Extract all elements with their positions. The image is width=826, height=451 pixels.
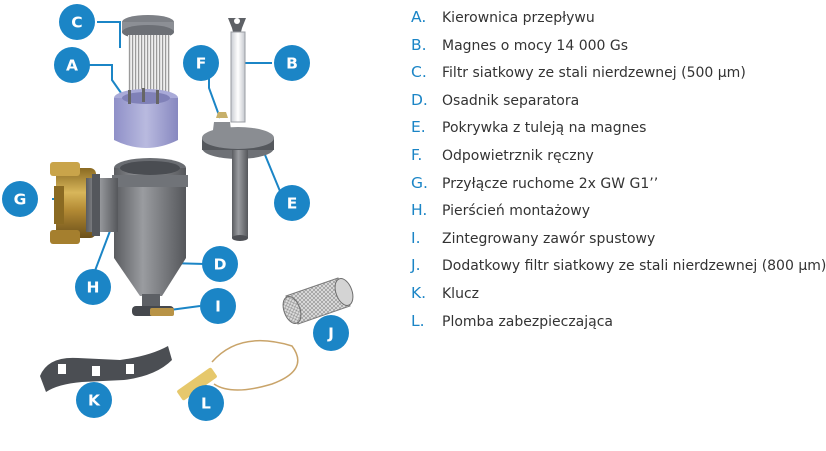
svg-text:B: B	[286, 55, 298, 73]
svg-text:K: K	[88, 392, 101, 410]
security-seal	[177, 339, 299, 401]
svg-text:G: G	[14, 191, 27, 209]
legend-item: G. Przyłącze ruchome 2x GW G1’’	[411, 170, 826, 198]
legend-key: J.	[411, 256, 421, 275]
legend-key: F.	[411, 145, 423, 164]
legend-text: Pierścień montażowy	[442, 203, 591, 220]
stainless-mesh-filter-500	[122, 15, 174, 100]
legend-item: J. Dodatkowy filtr siatkowy ze stali nier…	[411, 252, 826, 280]
legend-item: C. Filtr siatkowy ze stali nierdzewnej (5…	[411, 59, 826, 87]
marker-b: B	[274, 45, 310, 81]
legend-key: E.	[411, 118, 426, 137]
legend-item: H. Pierścień montażowy	[411, 197, 826, 225]
legend-item: K. Klucz	[411, 280, 826, 308]
marker-j: J	[313, 315, 349, 351]
legend-key: G.	[411, 173, 428, 192]
svg-text:L: L	[201, 395, 211, 413]
marker-k: K	[76, 382, 112, 418]
svg-text:C: C	[71, 14, 82, 32]
legend-text: Osadnik separatora	[442, 92, 580, 109]
legend-item: F. Odpowietrznik ręczny	[411, 142, 826, 170]
svg-text:A: A	[66, 57, 78, 75]
legend-key: I.	[411, 228, 421, 247]
marker-f: F	[183, 45, 219, 81]
svg-text:F: F	[196, 55, 207, 73]
legend-item: D. Osadnik separatora	[411, 87, 826, 115]
legend-key: K.	[411, 283, 427, 302]
marker-d: D	[202, 246, 238, 282]
parts-legend: A. Kierownica przepływu B. Magnes o mocy 1…	[411, 4, 826, 335]
marker-i: I	[200, 288, 236, 324]
stainless-mesh-filter-800	[282, 277, 354, 325]
marker-c: C	[59, 4, 95, 40]
marker-a: A	[54, 47, 90, 83]
marker-l: L	[188, 385, 224, 421]
legend-key: H.	[411, 201, 428, 220]
magnet-and-cover	[202, 18, 274, 241]
legend-item: A. Kierownica przepływu	[411, 4, 826, 32]
exploded-view-illustration: C A F B G E D H I J K L	[2, 4, 354, 421]
marker-h: H	[75, 269, 111, 305]
legend-text: Przyłącze ruchome 2x GW G1’’	[442, 175, 659, 192]
svg-text:D: D	[214, 256, 227, 274]
svg-text:H: H	[87, 279, 100, 297]
legend-text: Kierownica przepływu	[442, 10, 595, 26]
legend-text: Filtr siatkowy ze stali nierdzewnej (500…	[442, 65, 746, 82]
svg-text:J: J	[327, 325, 334, 343]
legend-key: C.	[411, 63, 427, 82]
legend-item: L. Plomba zabezpieczająca	[411, 308, 826, 336]
legend-text: Pokrywka z tuleją na magnes	[442, 120, 647, 137]
legend-key: D.	[411, 90, 428, 109]
flow-guide	[114, 88, 178, 148]
legend-text: Klucz	[442, 285, 479, 302]
legend-text: Magnes o mocy 14 000 Gs	[442, 37, 629, 54]
legend-text: Zintegrowany zawór spustowy	[442, 230, 656, 247]
marker-g: G	[2, 181, 38, 217]
legend-text: Odpowietrznik ręczny	[442, 147, 594, 164]
legend-key: L.	[411, 311, 425, 330]
legend-item: B. Magnes o mocy 14 000 Gs	[411, 32, 826, 60]
manual-air-vent	[212, 112, 232, 138]
svg-text:I: I	[215, 298, 221, 316]
legend-text: Dodatkowy filtr siatkowy ze stali nierdz…	[442, 258, 826, 275]
legend-key: A.	[411, 8, 427, 26]
drain-valve	[132, 294, 174, 316]
legend-text: Plomba zabezpieczająca	[442, 313, 613, 330]
separator-body	[86, 158, 188, 296]
svg-text:E: E	[287, 195, 298, 213]
legend-item: I. Zintegrowany zawór spustowy	[411, 225, 826, 253]
legend-key: B.	[411, 35, 427, 54]
wrench-tool	[40, 346, 172, 392]
legend-item: E. Pokrywka z tuleją na magnes	[411, 114, 826, 142]
marker-e: E	[274, 185, 310, 221]
